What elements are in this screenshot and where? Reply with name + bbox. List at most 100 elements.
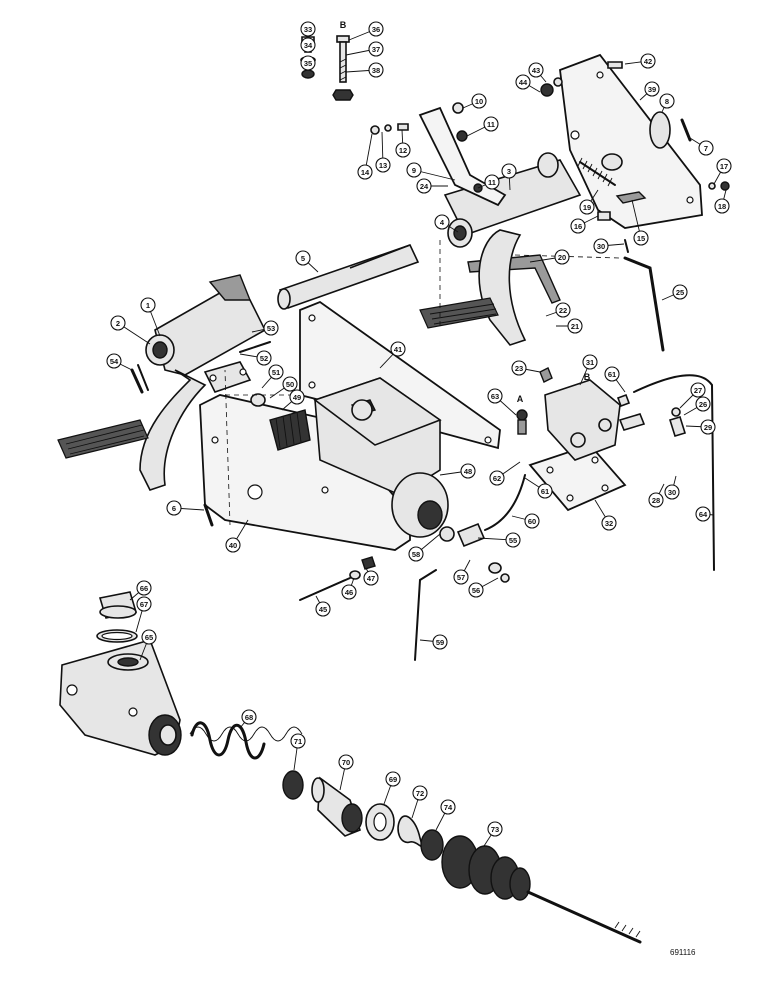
callout-number: 3 xyxy=(507,167,511,176)
snap-ring xyxy=(397,815,423,848)
callout-circle xyxy=(357,164,373,180)
callout-circle xyxy=(106,353,122,369)
callout-61b: 61 xyxy=(524,477,553,499)
callout-number: 35 xyxy=(304,59,312,68)
figure-code: 691116 xyxy=(670,948,696,957)
secondary-cup xyxy=(420,829,444,861)
callout-circle xyxy=(241,709,257,725)
callout-number: 59 xyxy=(436,638,444,647)
callout-circle xyxy=(483,116,499,132)
callout-34: 34 xyxy=(300,37,316,53)
pin-30 xyxy=(624,239,629,253)
callout-circle xyxy=(714,198,730,214)
callout-circle xyxy=(290,733,306,749)
callout-71: 71 xyxy=(290,733,306,771)
callout-circle xyxy=(416,178,432,194)
callout-circle xyxy=(300,21,316,37)
callout-58: 58 xyxy=(408,533,441,562)
callout-number: 16 xyxy=(574,222,582,231)
piston-spring xyxy=(189,721,303,760)
callout-23: 23 xyxy=(511,360,541,376)
callout-6: 6 xyxy=(166,500,205,516)
callout-number: 64 xyxy=(699,510,708,519)
callout-15: 15 xyxy=(631,199,649,246)
callout-number: 20 xyxy=(558,253,566,262)
callout-16: 16 xyxy=(570,215,599,234)
callout-1: 1 xyxy=(140,297,161,337)
callout-number: 70 xyxy=(342,758,350,767)
callout-circle xyxy=(141,629,157,645)
master-cylinder-installed xyxy=(203,341,449,538)
callout-circle xyxy=(375,157,391,173)
callout-number: 33 xyxy=(304,25,312,34)
callout-circle xyxy=(136,596,152,612)
callout-49: 49 xyxy=(281,389,305,411)
callout-circle xyxy=(368,41,384,57)
callout-circle xyxy=(644,81,660,97)
callout-circle xyxy=(690,382,706,398)
callout-number: 7 xyxy=(704,144,708,153)
callout-number: 23 xyxy=(515,364,523,373)
callout-number: 11 xyxy=(488,178,496,187)
callout-number: 2 xyxy=(116,319,120,328)
callout-number: 40 xyxy=(229,541,237,550)
callout-circle xyxy=(408,546,424,562)
callout-47: 47 xyxy=(363,567,379,586)
callout-52: 52 xyxy=(239,350,272,366)
stop-washer xyxy=(365,803,395,841)
callout-number: 25 xyxy=(676,288,684,297)
callout-59: 59 xyxy=(419,634,448,650)
callout-number: 18 xyxy=(718,202,726,211)
callout-number: 62 xyxy=(493,474,501,483)
callout-number: 67 xyxy=(140,600,148,609)
callout-72: 72 xyxy=(411,785,428,819)
callout-number: 12 xyxy=(399,146,407,155)
callout-circle xyxy=(282,376,298,392)
callout-5: 5 xyxy=(295,250,319,273)
callout-36: 36 xyxy=(348,21,384,41)
callout-circle xyxy=(700,419,716,435)
callout-number: 4 xyxy=(440,218,445,227)
cross-shaft xyxy=(277,244,420,310)
callout-12: 12 xyxy=(395,129,411,158)
callout-38: 38 xyxy=(345,62,384,78)
callout-circle xyxy=(524,513,540,529)
callout-circle xyxy=(515,74,531,90)
callout-29: 29 xyxy=(685,419,716,435)
callout-number: 19 xyxy=(583,203,591,212)
callout-26: 26 xyxy=(683,396,711,416)
callout-circle xyxy=(140,297,156,313)
callout-circle xyxy=(555,302,571,318)
callout-circle xyxy=(289,389,305,405)
callout-69: 69 xyxy=(383,771,401,805)
callout-61: 61 xyxy=(604,366,626,393)
callout-62: 62 xyxy=(489,461,521,486)
right-brake-pedal xyxy=(419,229,561,346)
callout-42: 42 xyxy=(624,53,656,69)
callout-32: 32 xyxy=(594,499,617,531)
callout-67: 67 xyxy=(135,596,152,633)
callout-number: 26 xyxy=(699,400,707,409)
callout-9: 9 xyxy=(406,162,456,181)
callout-74: 74 xyxy=(435,799,456,831)
callout-circle xyxy=(672,284,688,300)
callout-33: 33 xyxy=(300,21,316,37)
callout-circle xyxy=(487,821,503,837)
callout-number: 43 xyxy=(532,66,540,75)
callout-45: 45 xyxy=(315,595,331,617)
master-cylinder-body xyxy=(59,639,182,756)
callout-circle xyxy=(341,584,357,600)
callout-circle xyxy=(471,93,487,109)
callout-27: 27 xyxy=(679,382,706,409)
callout-circle xyxy=(640,53,656,69)
callout-20: 20 xyxy=(529,249,570,265)
callout-2: 2 xyxy=(110,315,151,345)
callout-number: 30 xyxy=(668,488,676,497)
callout-68: 68 xyxy=(239,709,257,729)
callout-14: 14 xyxy=(357,133,373,180)
callout-circle xyxy=(385,771,401,787)
callout-circle xyxy=(434,214,450,230)
pin-54 xyxy=(130,368,144,394)
